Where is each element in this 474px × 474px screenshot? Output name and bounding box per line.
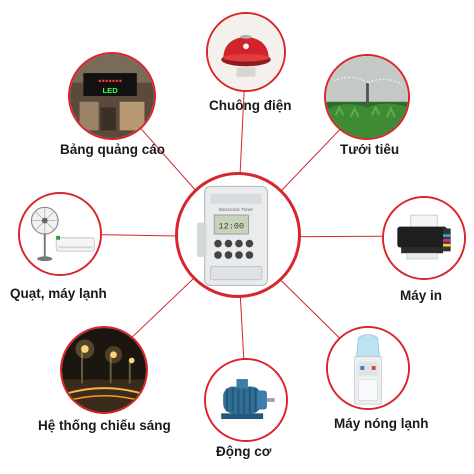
label-motor: Động cơ [216,444,272,459]
label-fan-ac: Quạt, máy lạnh [10,286,107,301]
label-irrigation: Tưới tiêu [340,142,400,157]
node-fan-ac [18,192,102,276]
timer-display: 12:00 [218,221,244,231]
node-billboard: ●●●●●●● LED [68,52,156,140]
electric-motor-icon [206,360,286,440]
sprinkler-irrigation-icon [326,56,408,138]
timer-brand-text: Electronic Timer [219,207,253,213]
node-water-cooler [326,326,410,410]
node-bell [206,12,286,92]
digital-timer-icon: Electronic Timer 12:00 [197,185,269,287]
node-printer [382,196,466,280]
label-lighting: Hệ thống chiếu sáng [38,418,171,433]
label-water-cooler: Máy nóng lạnh [334,416,429,431]
street-lights-icon [62,328,146,412]
node-motor [204,358,288,442]
node-irrigation [324,54,410,140]
label-billboard: Bảng quảng cáo [60,142,166,157]
water-dispenser-icon [328,328,408,408]
label-bell: Chuông điện [209,98,292,113]
red-alarm-bell-icon [208,14,284,90]
svg-text:●●●●●●●: ●●●●●●● [98,79,122,85]
svg-text:LED: LED [102,86,118,95]
fan-and-air-conditioner-icon [20,194,100,274]
label-printer: Máy in [400,288,443,303]
inkjet-printer-icon [384,198,464,278]
center-timer-node: Electronic Timer 12:00 [175,172,301,298]
node-lighting [60,326,148,414]
led-billboard-icon: ●●●●●●● LED [70,54,154,138]
